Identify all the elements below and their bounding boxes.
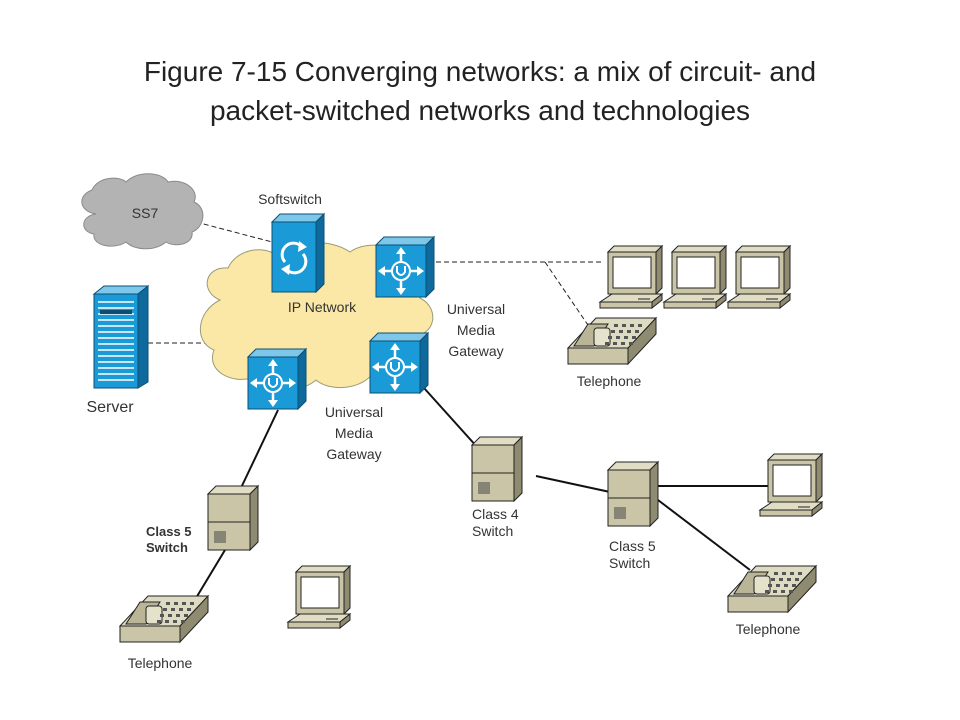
- switch-tower-icon: [607, 461, 659, 527]
- link-ss7-softswitch: [195, 221, 277, 244]
- computer-icon: [287, 565, 351, 629]
- telephone-left-label: Telephone: [128, 655, 193, 671]
- class4-switch: Class 4 Switch: [471, 436, 523, 539]
- server-icon: [92, 284, 150, 389]
- telephone-right-label: Telephone: [736, 621, 801, 637]
- link-umg-class5-left: [239, 409, 279, 491]
- telephone-top-label: Telephone: [577, 373, 642, 389]
- computer-icon: [759, 453, 823, 517]
- umg-upper: Universal Media Gateway: [374, 235, 505, 359]
- class5-switch-left: Class 5 Switch: [146, 485, 259, 555]
- media-gateway-icon: [246, 347, 308, 411]
- softswitch-label: Softswitch: [258, 191, 322, 207]
- server-label: Server: [86, 399, 134, 416]
- umg-lower-label-line1: Universal: [325, 404, 383, 420]
- class5-right-label-line1: Class 5: [609, 538, 656, 554]
- server: Server: [86, 284, 150, 416]
- telephone-right: Telephone: [727, 565, 817, 637]
- computer-right: [759, 453, 823, 517]
- figure-title: Figure 7-15 Converging networks: a mix o…: [40, 52, 920, 130]
- softswitch-icon: [270, 212, 326, 294]
- umg-lower-label-line2: Media: [335, 425, 373, 441]
- telephone-icon: [119, 595, 209, 643]
- class5-left-label-line2: Switch: [146, 540, 188, 555]
- class5-left-label-line1: Class 5: [146, 524, 192, 539]
- figure-title-line2: packet-switched networks and technologie…: [209, 95, 751, 126]
- connections: [148, 221, 768, 609]
- link-umg-class4: [423, 387, 479, 449]
- link-class5-right-telephone: [657, 499, 751, 571]
- computer-group-top: [599, 245, 791, 309]
- ss7-label: SS7: [132, 205, 159, 221]
- ip-network-label: IP Network: [288, 299, 357, 315]
- telephone-left: Telephone: [119, 595, 209, 671]
- umg-upper-label-line2: Media: [457, 322, 495, 338]
- telephone-top: Telephone: [567, 317, 657, 389]
- link-class4-class5-right: [535, 475, 611, 493]
- class5-right-label-line2: Switch: [609, 555, 650, 571]
- media-gateway-icon: [368, 331, 430, 395]
- computer-icon: [663, 245, 727, 309]
- ss7-cloud: SS7: [81, 173, 204, 250]
- class5-switch-right: Class 5 Switch: [607, 461, 659, 571]
- umg-lower-label-line3: Gateway: [326, 446, 381, 462]
- media-gateway-icon: [374, 235, 436, 299]
- telephone-icon: [567, 317, 657, 365]
- class4-label-line1: Class 4: [472, 506, 519, 522]
- umg-middle: [368, 331, 430, 395]
- switch-tower-icon: [471, 436, 523, 502]
- switch-tower-icon: [207, 485, 259, 551]
- umg-upper-label-line3: Gateway: [448, 343, 503, 359]
- telephone-icon: [727, 565, 817, 613]
- cloud-icon: [81, 173, 204, 250]
- figure-title-line1: Figure 7-15 Converging networks: a mix o…: [143, 56, 817, 87]
- computer-icon: [599, 245, 663, 309]
- class4-label-line2: Switch: [472, 523, 513, 539]
- computer-icon: [727, 245, 791, 309]
- umg-upper-label-line1: Universal: [447, 301, 505, 317]
- umg-lower: Universal Media Gateway: [246, 347, 383, 462]
- softswitch: Softswitch: [258, 191, 326, 294]
- link-umg-telephone-top: [544, 261, 591, 329]
- computer-left: [287, 565, 351, 629]
